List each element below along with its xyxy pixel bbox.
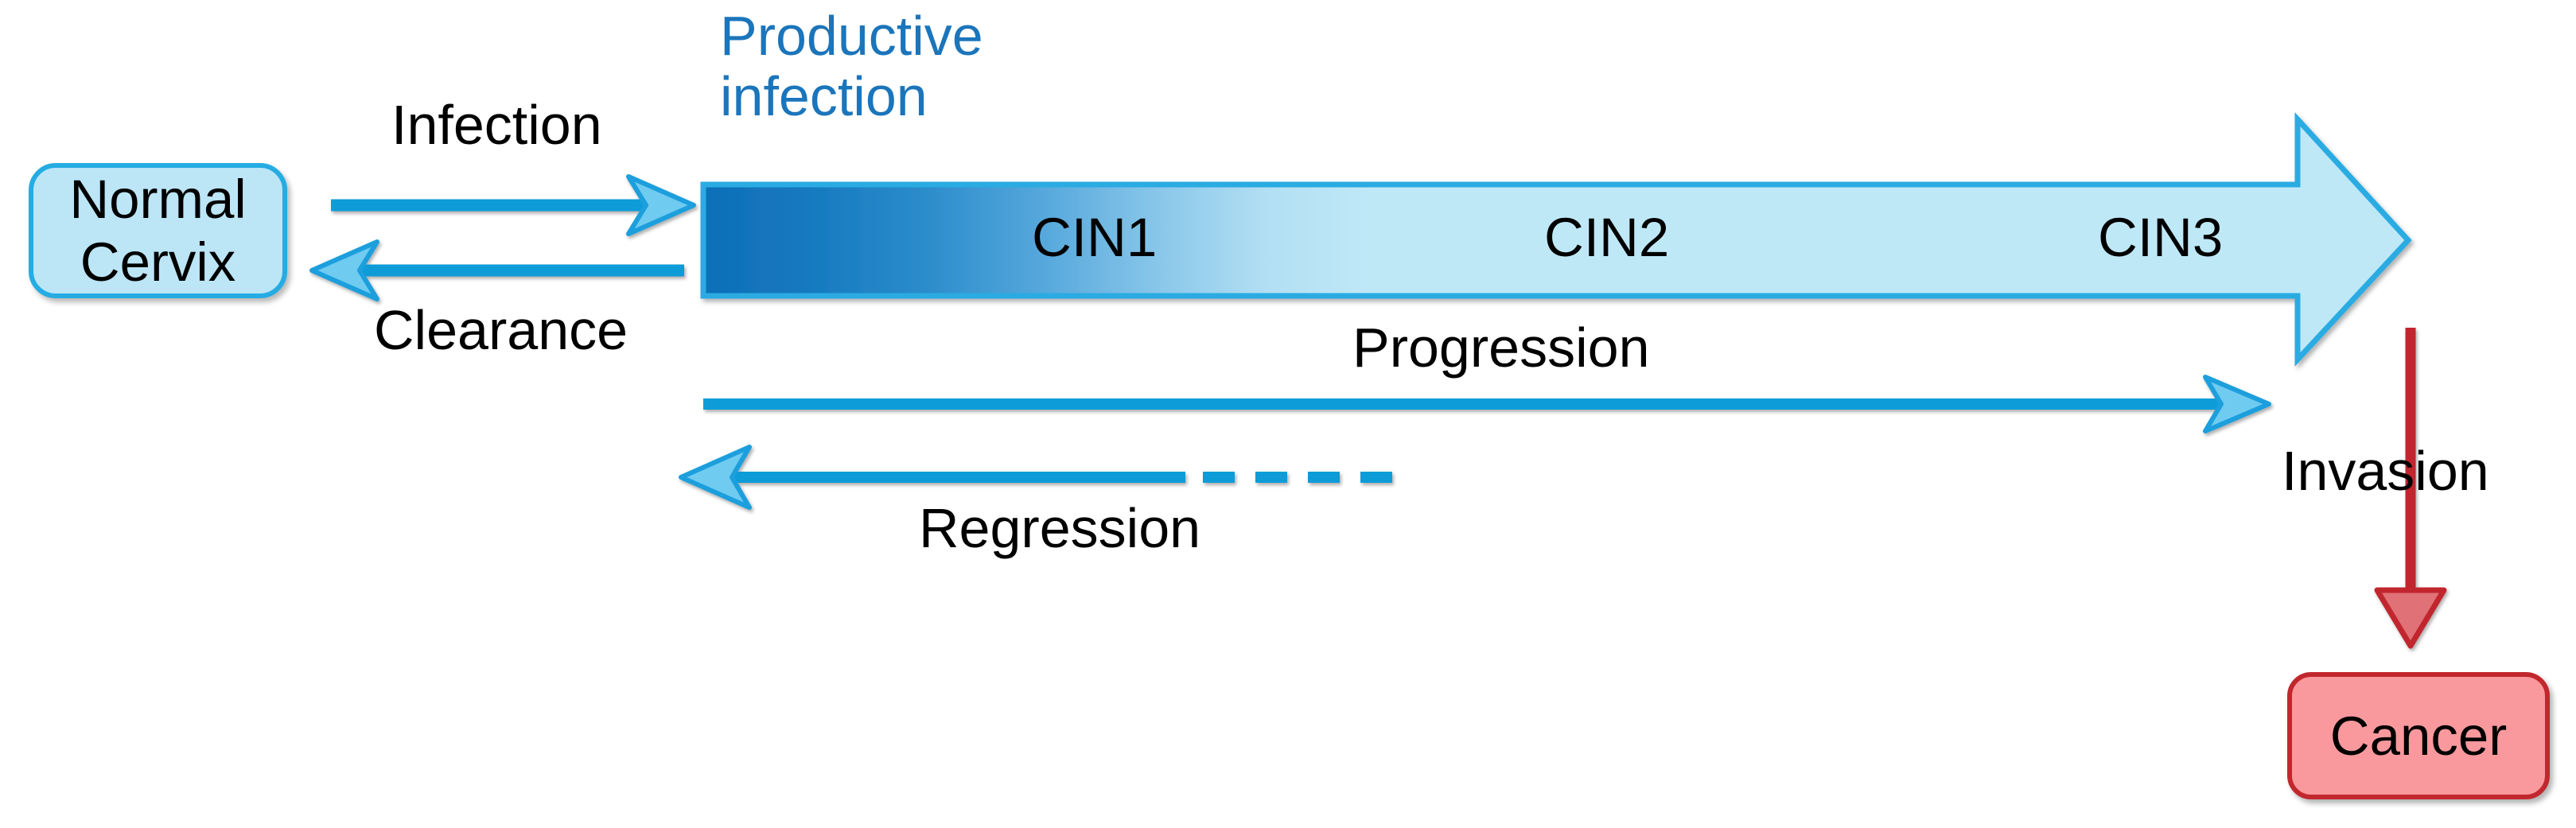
normal-cervix-label-line1: Normal (69, 169, 247, 230)
node-cancer[interactable]: Cancer (2287, 672, 2550, 799)
productive-infection-line1: Productive (720, 5, 983, 67)
edge-label-invasion: Invasion (2282, 440, 2489, 502)
edge-label-infection: Infection (391, 94, 602, 156)
edge-label-clearance: Clearance (374, 299, 628, 361)
cin-progression-arrow (700, 111, 2412, 367)
clearance-arrow (309, 239, 684, 301)
edge-label-progression: Progression (1352, 317, 1650, 379)
progression-arrow (703, 375, 2271, 433)
productive-infection-line2: infection (720, 64, 928, 127)
stage-label-cin1: CIN1 (1032, 207, 1158, 268)
cancer-label: Cancer (2329, 705, 2508, 767)
infection-arrow (331, 174, 696, 236)
annotation-productive-infection: Productive infection (720, 6, 983, 126)
stage-label-cin3: CIN3 (2098, 207, 2224, 268)
node-normal-cervix[interactable]: Normal Cervix (29, 163, 287, 298)
regression-arrow (679, 445, 1410, 510)
edge-label-regression: Regression (919, 497, 1201, 559)
stage-label-cin2: CIN2 (1544, 207, 1670, 268)
normal-cervix-label-line2: Cervix (80, 231, 236, 293)
invasion-arrow (2374, 328, 2447, 649)
